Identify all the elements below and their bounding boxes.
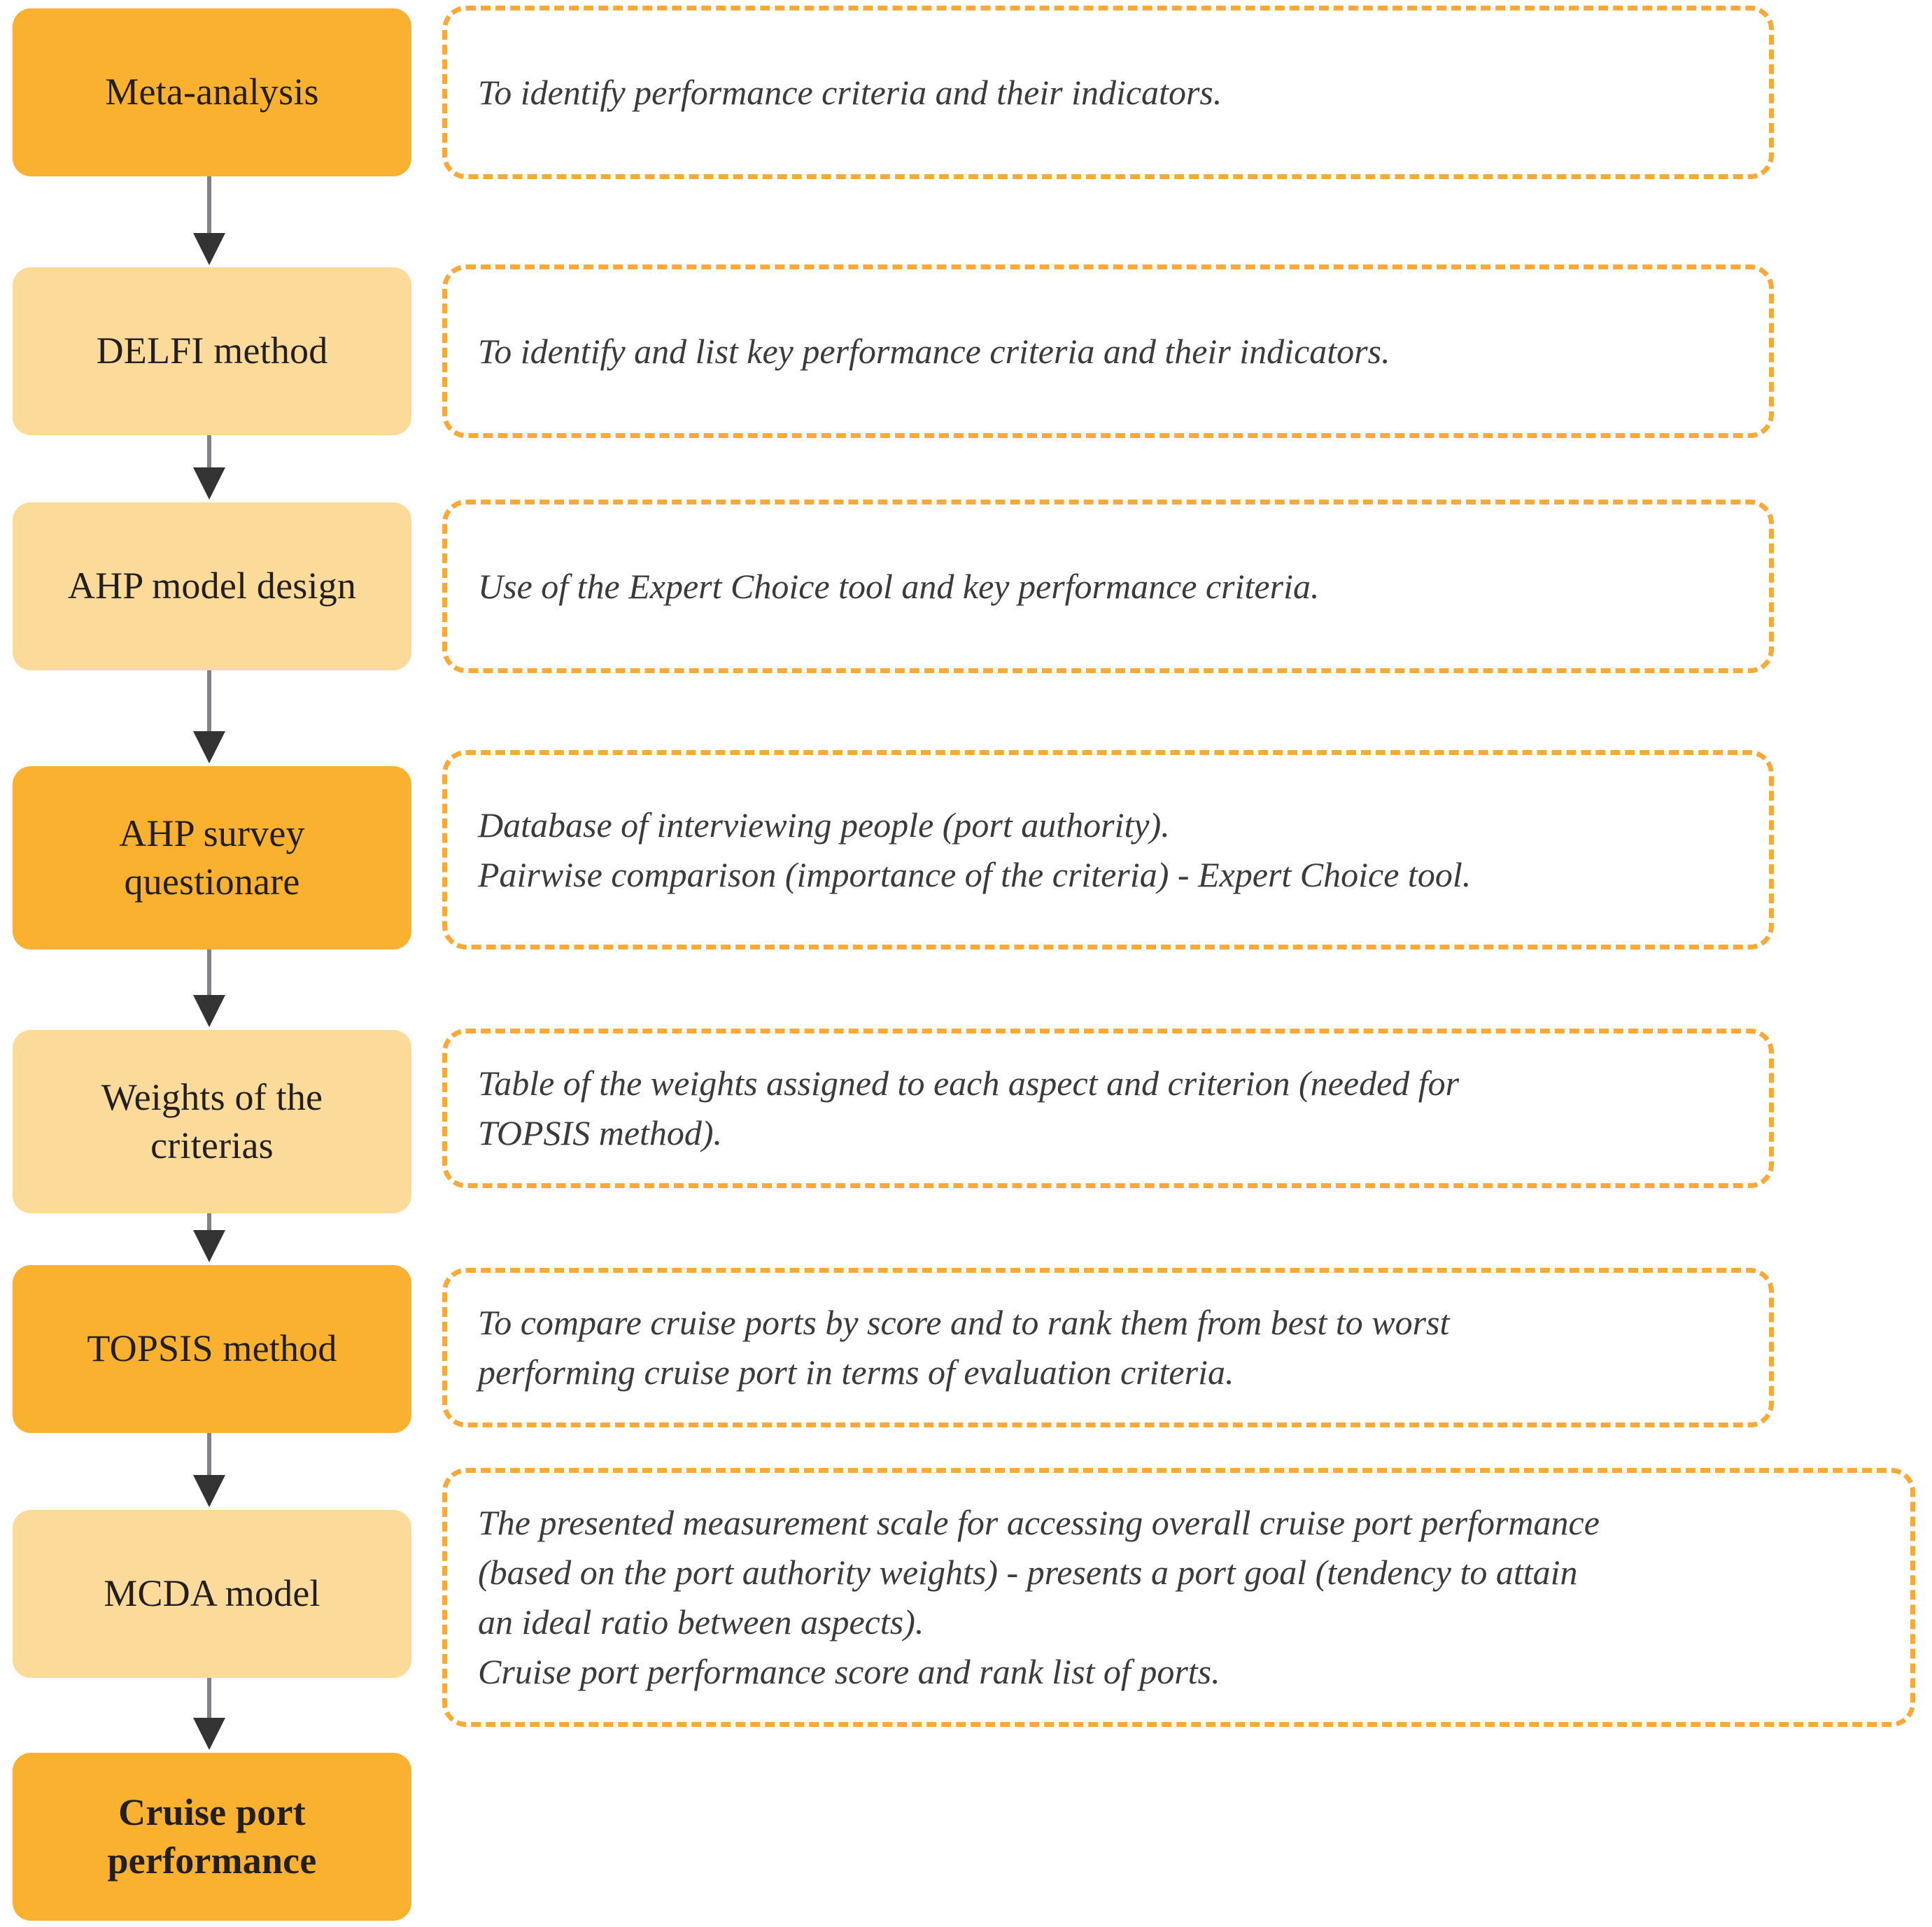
- note-line: Use of the Expert Choice tool and key pe…: [478, 566, 1320, 606]
- arrow-head-icon: [193, 1230, 225, 1262]
- step-label-cruise-port-performance-line1: Cruise port: [118, 1791, 306, 1833]
- arrow-head-icon: [193, 1475, 225, 1507]
- step-label-delfi-method: DELFI method: [96, 330, 328, 372]
- step-label-meta-analysis: Meta-analysis: [105, 71, 319, 113]
- note-line: Cruise port performance score and rank l…: [478, 1652, 1220, 1691]
- connector-weights-of-the-criterias-to-topsis-method: [207, 1213, 211, 1234]
- step-box-mcda-model[interactable]: MCDA model: [13, 1510, 411, 1678]
- arrow-head-icon: [193, 731, 225, 763]
- note-line: an ideal ratio between aspects).: [478, 1602, 924, 1642]
- note-box-meta-analysis: To identify performance criteria and the…: [442, 6, 1774, 179]
- arrow-head-icon: [193, 467, 225, 500]
- note-box-ahp-model-design: Use of the Expert Choice tool and key pe…: [442, 500, 1774, 673]
- note-line: The presented measurement scale for acce…: [478, 1503, 1600, 1542]
- step-label-ahp-survey-questionare-line1: AHP survey: [119, 812, 305, 854]
- step-label-weights-of-the-criterias-line2: criterias: [150, 1124, 274, 1166]
- step-label-topsis-method: TOPSIS method: [87, 1327, 337, 1370]
- step-label-mcda-model: MCDA model: [104, 1572, 320, 1615]
- connector-delfi-method-to-ahp-model-design: [207, 435, 211, 472]
- note-line: performing cruise port in terms of evalu…: [478, 1353, 1234, 1392]
- step-label-ahp-model-design: AHP model design: [67, 565, 357, 607]
- step-box-cruise-port-performance[interactable]: Cruise port performance: [13, 1753, 411, 1921]
- arrow-head-icon: [193, 995, 225, 1027]
- note-line: To compare cruise ports by score and to …: [478, 1303, 1450, 1342]
- connector-meta-analysis-to-delfi-method: [207, 176, 211, 238]
- connector-ahp-model-design-to-ahp-survey-questionare: [207, 670, 211, 735]
- step-box-weights-of-the-criterias[interactable]: Weights of the criterias: [13, 1030, 411, 1213]
- note-box-mcda-model: The presented measurement scale for acce…: [442, 1468, 1915, 1727]
- note-line: To identify and list key performance cri…: [478, 331, 1390, 371]
- step-box-delfi-method[interactable]: DELFI method: [13, 267, 411, 435]
- note-box-topsis-method: To compare cruise ports by score and to …: [442, 1268, 1774, 1427]
- step-box-ahp-survey-questionare[interactable]: AHP survey questionare: [13, 766, 411, 950]
- note-line: To identify performance criteria and the…: [478, 72, 1222, 112]
- note-line: Database of interviewing people (port au…: [478, 805, 1170, 845]
- note-box-ahp-survey-questionare: Database of interviewing people (port au…: [442, 750, 1774, 950]
- note-box-delfi-method: To identify and list key performance cri…: [442, 264, 1774, 438]
- arrow-head-icon: [193, 1718, 225, 1750]
- step-box-meta-analysis[interactable]: Meta-analysis: [13, 8, 411, 176]
- connector-topsis-method-to-mcda-model: [207, 1433, 211, 1479]
- step-label-weights-of-the-criterias-line1: Weights of the: [101, 1075, 323, 1118]
- step-box-ahp-model-design[interactable]: AHP model design: [13, 502, 411, 670]
- note-box-weights-of-the-criterias: Table of the weights assigned to each as…: [442, 1029, 1774, 1188]
- connector-ahp-survey-questionare-to-weights-of-the-criterias: [207, 950, 211, 999]
- note-line: TOPSIS method).: [478, 1113, 723, 1152]
- note-line: Pairwise comparison (importance of the c…: [478, 854, 1472, 894]
- step-label-cruise-port-performance-line2: performance: [107, 1840, 317, 1882]
- note-line: Table of the weights assigned to each as…: [478, 1064, 1460, 1103]
- note-line: (based on the port authority weights) - …: [478, 1553, 1578, 1592]
- step-label-ahp-survey-questionare-line2: questionare: [124, 861, 300, 903]
- step-box-topsis-method[interactable]: TOPSIS method: [13, 1265, 411, 1433]
- connector-mcda-model-to-cruise-port-performance: [207, 1678, 211, 1722]
- arrow-head-icon: [193, 233, 225, 265]
